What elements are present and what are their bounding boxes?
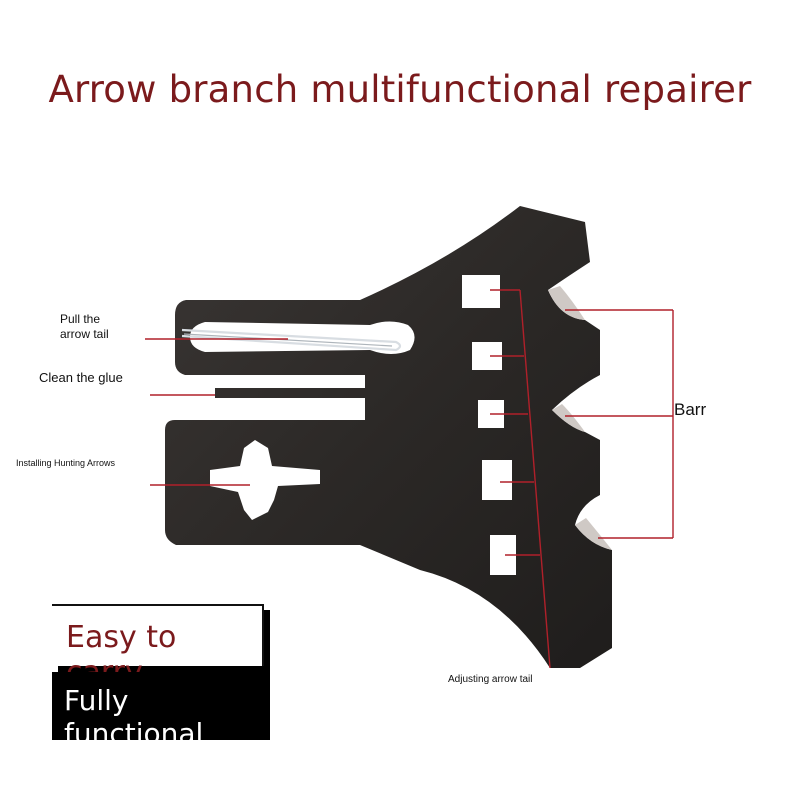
leader-lines xyxy=(145,289,674,669)
notch-highlight xyxy=(548,286,585,320)
wire-clip xyxy=(181,328,402,352)
page-title: Arrow branch multifunctional repairer xyxy=(48,68,752,111)
label-adjusting-arrow-tail: Adjusting arrow tail xyxy=(448,674,533,685)
badge-easy-to-carry: Easy to carry xyxy=(52,604,264,690)
label-pull-arrow-tail: Pull the arrow tail xyxy=(60,312,109,342)
label-barr: Barr xyxy=(674,400,707,419)
badge-fully-functional-text: Fully functional xyxy=(64,684,204,750)
tool-plate xyxy=(165,206,612,668)
label-pull-line1: Pull the xyxy=(60,312,101,326)
label-pull-line2: arrow tail xyxy=(60,327,109,341)
notch-highlight xyxy=(552,404,585,432)
badge-fully-functional: Fully functional xyxy=(52,672,270,750)
label-installing-hunting-arrows: Installing Hunting Arrows xyxy=(16,458,116,468)
notch-highlight xyxy=(575,518,612,550)
label-clean-glue: Clean the glue xyxy=(39,370,123,385)
